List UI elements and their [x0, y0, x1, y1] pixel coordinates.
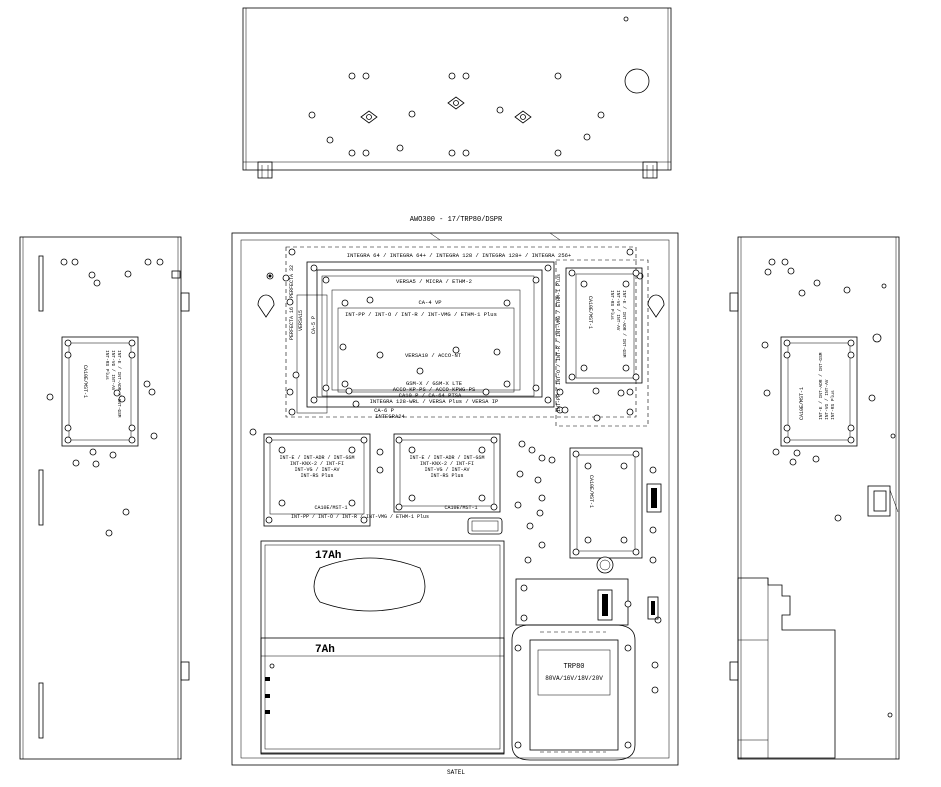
svg-text:INT-VG / INT-AV: INT-VG / INT-AV [110, 350, 116, 391]
ca4vp-label: CA-4 VP [418, 299, 441, 306]
svg-text:INT-RS Plus: INT-RS Plus [830, 390, 836, 420]
battery-7ah-label: 7Ah [315, 644, 335, 656]
transformer-model-label: TRP80 [563, 663, 584, 671]
side-left-module-label: CA10E/MST-1 [82, 365, 88, 398]
int-pp-label: INT-PP / INT-O / INT-R / INT-VMG / ETHM-… [345, 311, 497, 318]
integra128wrl-label: INTEGRA 128-WRL / VERSA Plus / VERSA IP [370, 398, 499, 405]
top-view [242, 7, 672, 179]
ca10e-label-1: CA10E/MST-1 [314, 505, 347, 511]
versa5-label: VERSA5 / MICRA / ETHM-2 [396, 278, 472, 285]
transformer-spec-label: 80VA/16V/18V/20V [545, 675, 603, 682]
svg-text:INT-VG / INT-AV: INT-VG / INT-AV [294, 467, 339, 473]
svg-text:INT-KNX-2 / INT-FI: INT-KNX-2 / INT-FI [290, 461, 344, 467]
svg-text:INT-E / INT-ADR / INT-GSM: INT-E / INT-ADR / INT-GSM [279, 455, 354, 461]
ca5p-label: CA-5 P [311, 316, 317, 334]
svg-text:INT-E / INT-ADR / INT-GSM: INT-E / INT-ADR / INT-GSM [409, 455, 484, 461]
acco-kp-label: ACCO-KP-PS / ACCO-KPWG-PS [393, 386, 476, 393]
versa10-label: VERSA10 / ACCO-NT [405, 352, 462, 359]
front-view: AWO300 - 17/TRP80/DSPR SATEL INTEGRA 64 … [231, 216, 679, 776]
ca10p-label: CA10 P / CA-64 PTSA [399, 392, 462, 399]
svg-text:INT-E / INT-ADR / INT-GSM: INT-E / INT-ADR / INT-GSM [116, 350, 122, 418]
left-side-view: CA10E/MST-1 INT-E / INT-ADR / INT-GSM IN… [19, 236, 190, 760]
svg-text:INT-RS Plus: INT-RS Plus [430, 473, 463, 479]
right-side-view: CA10E/MST-1 INT-E / INT-ADR / INT-GSM IN… [729, 236, 900, 760]
svg-text:INT-RS Plus: INT-RS Plus [300, 473, 333, 479]
svg-text:CA10E/MST-1: CA10E/MST-1 [588, 475, 594, 508]
svg-text:INT-VG / INT-AV: INT-VG / INT-AV [424, 467, 469, 473]
brand-label: SATEL [447, 769, 465, 776]
ca10e-label-2: CA10E/MST-1 [444, 505, 477, 511]
side-right-module-label: CA10E/MST-1 [799, 387, 805, 420]
svg-text:INT-RS Plus: INT-RS Plus [609, 290, 615, 320]
svg-text:INT-E / INT-ADR / INT-GSM: INT-E / INT-ADR / INT-GSM [621, 290, 627, 358]
ca6p-label: CA-6 P [374, 407, 394, 414]
versa15-label: VERSA15 [298, 310, 304, 331]
svg-text:INT-RS Plus: INT-RS Plus [104, 350, 110, 380]
transformer-trp80: TRP80 80VA/16V/18V/20V [511, 578, 636, 761]
bottom-module-label: INT-PP / INT-O / INT-R / INT-VMG / ETHM-… [291, 514, 429, 520]
svg-text:INT-VG / INT-AV: INT-VG / INT-AV [615, 290, 621, 331]
svg-text:CA10E/MST-1: CA10E/MST-1 [587, 296, 593, 329]
battery-17ah-label: 17Ah [315, 550, 341, 562]
svg-text:INT-E / INT-ADR / INT-GSM: INT-E / INT-ADR / INT-GSM [818, 352, 824, 420]
gsm-x-label: GSM-X / GSM-X LTE [406, 380, 463, 387]
right-vertical-label: INT-PP / INT-O / INT-R / INT-VMG / ETHM-… [556, 274, 562, 412]
svg-text:INT-KNX-2 / INT-FI: INT-KNX-2 / INT-FI [420, 461, 474, 467]
svg-text:INT-VG / INT-AV: INT-VG / INT-AV [824, 379, 830, 420]
integra24-label: INTEGRA24 [375, 413, 405, 420]
battery-7ah: 7Ah [260, 637, 505, 755]
model-label: AWO300 - 17/TRP80/DSPR [410, 216, 503, 224]
integra-label: INTEGRA 64 / INTEGRA 64+ / INTEGRA 128 /… [347, 252, 571, 259]
battery-17ah: 17Ah [260, 540, 505, 754]
